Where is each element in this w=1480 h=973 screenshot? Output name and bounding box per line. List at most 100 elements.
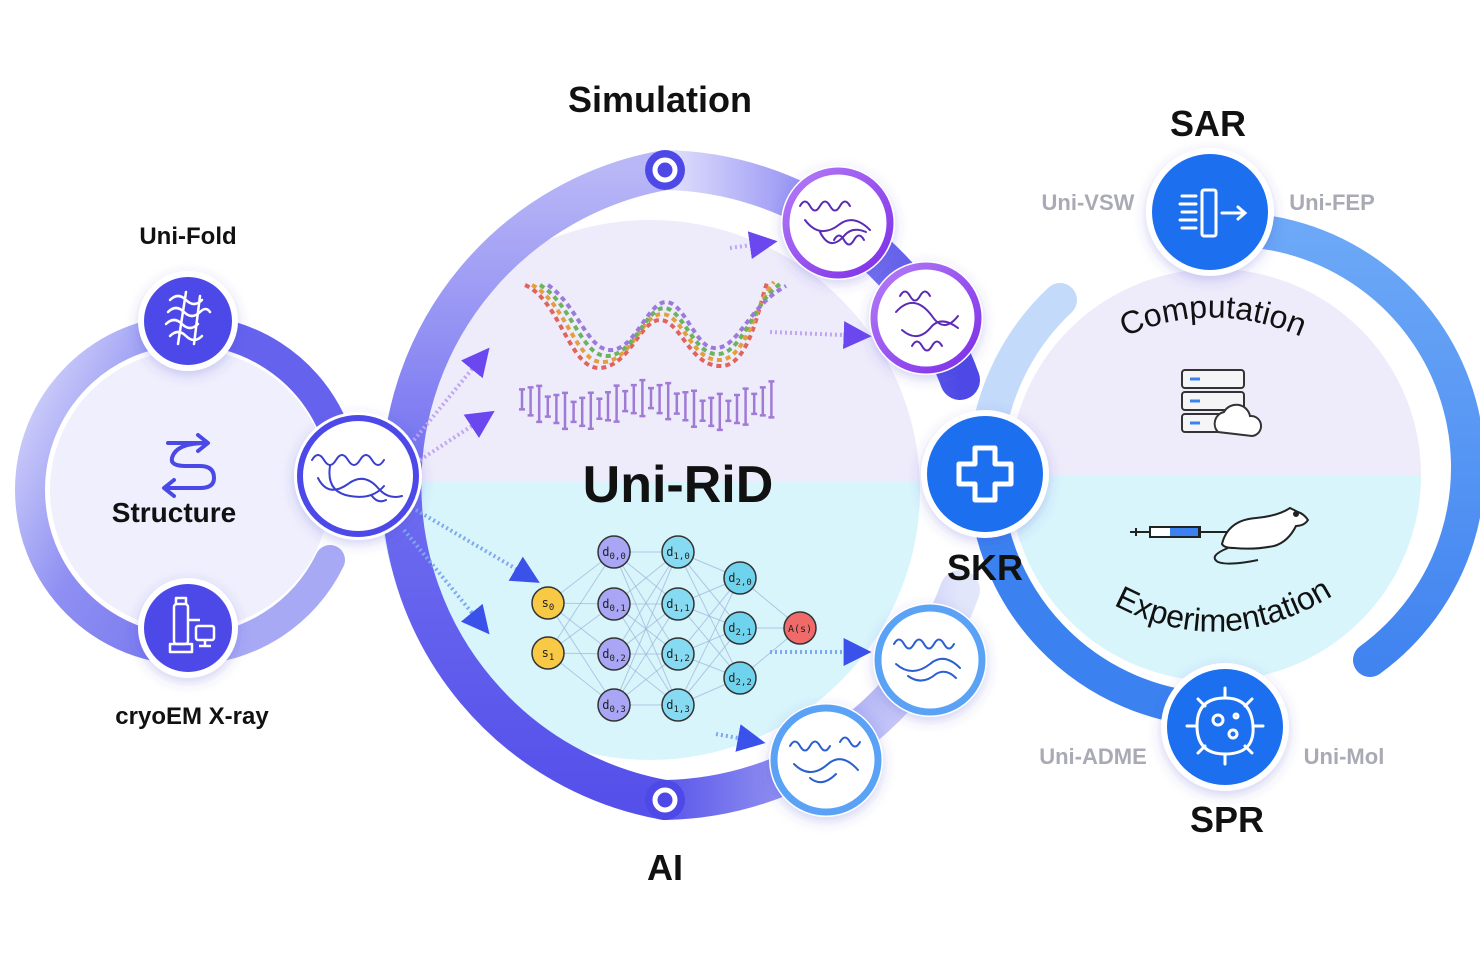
error-bar <box>708 396 715 428</box>
error-bar <box>759 386 766 417</box>
error-bar <box>579 396 586 428</box>
error-bar <box>768 380 775 419</box>
hidden-node-l0-label: d0,1 <box>602 597 626 614</box>
hidden-node-l2 <box>723 611 757 645</box>
output-node <box>783 611 817 645</box>
hidden-node-l0-label: d0,3 <box>602 698 626 715</box>
error-bar <box>682 391 689 422</box>
list-arrow-icon <box>1178 188 1248 238</box>
ai-protein-node-2[interactable] <box>769 703 883 817</box>
network-edge <box>613 551 679 655</box>
hidden-node-l0 <box>597 688 631 722</box>
hidden-node-l0-label: d0,2 <box>602 647 626 664</box>
network-edge <box>613 551 679 706</box>
output-node-label: A(s) <box>788 624 812 635</box>
microscope-computer-icon <box>168 596 216 654</box>
network-edge <box>613 603 679 706</box>
hidden-node-l2-label: d2,2 <box>728 671 752 688</box>
ai-endcap-icon <box>645 780 685 820</box>
flow-arrows <box>402 231 872 752</box>
error-bar <box>605 391 611 422</box>
error-bar <box>613 384 620 423</box>
protein-icon <box>895 290 959 352</box>
error-bar <box>553 393 560 425</box>
hidden-node-l1 <box>661 587 695 621</box>
hidden-node-l1 <box>661 535 695 569</box>
error-bar <box>570 400 577 424</box>
protein-stack-icon <box>164 290 212 346</box>
spr-node[interactable] <box>1161 663 1289 791</box>
error-bar <box>622 389 629 413</box>
uni-adme-label: Uni-ADME <box>1039 744 1147 769</box>
hidden-node-l1 <box>661 637 695 671</box>
protein-icon <box>789 736 861 784</box>
uni-vsw-label: Uni-VSW <box>1042 190 1135 215</box>
error-bar <box>596 397 603 421</box>
error-bar <box>536 384 543 424</box>
structure-label: Structure <box>112 497 236 528</box>
error-bar <box>544 395 551 418</box>
error-bar <box>725 399 732 423</box>
hidden-node-l2-label: d2,0 <box>728 571 752 588</box>
error-bar <box>519 388 525 411</box>
hidden-node-l1-label: d1,0 <box>666 545 690 562</box>
simulation-endcap-icon <box>645 150 685 190</box>
cryoem-label: cryoEM X-ray <box>115 703 269 730</box>
simulation-protein-node-2[interactable] <box>869 261 983 375</box>
error-bar <box>527 386 534 417</box>
error-bar <box>691 389 697 429</box>
hidden-node-l2 <box>723 561 757 595</box>
skr-label: SKR <box>947 547 1023 588</box>
error-bar <box>734 393 740 425</box>
hidden-node-l1-label: d1,1 <box>666 597 690 614</box>
sar-label: SAR <box>1170 103 1246 144</box>
server-cloud-icon <box>1181 369 1262 438</box>
syringe-mouse-icon <box>1130 506 1310 565</box>
center-title: Uni-RiD <box>583 456 774 514</box>
hidden-node-l0-label: d0,0 <box>602 545 626 562</box>
ai-label: AI <box>647 847 683 888</box>
protein-icon <box>799 200 871 246</box>
error-bar <box>587 391 594 431</box>
network-edge <box>677 551 741 679</box>
input-node-label: s1 <box>542 646 555 663</box>
hidden-node-l1-label: d1,3 <box>666 698 690 715</box>
error-bar <box>751 392 758 416</box>
hidden-node-l0 <box>597 637 631 671</box>
input-node <box>531 636 565 670</box>
hidden-node-l0 <box>597 535 631 569</box>
virus-icon <box>1185 686 1265 766</box>
ai-protein-node-1[interactable] <box>873 603 987 717</box>
error-bar <box>639 378 646 418</box>
network-edge <box>547 551 615 654</box>
energy-landscape <box>524 279 787 371</box>
error-bar <box>716 392 723 432</box>
simulation-label: Simulation <box>568 79 752 120</box>
uni-fold-node[interactable] <box>138 271 238 371</box>
error-bar <box>562 391 568 431</box>
skr-node[interactable] <box>921 410 1049 538</box>
hidden-node-l1 <box>661 688 695 722</box>
hidden-node-l2 <box>723 661 757 695</box>
hidden-node-l2-label: d2,1 <box>728 621 752 638</box>
structure-protein-node[interactable] <box>294 412 422 540</box>
error-bar <box>656 383 663 415</box>
hidden-node-l1-label: d1,2 <box>666 647 690 664</box>
simulation-protein-node-1[interactable] <box>781 166 895 280</box>
skr-logo-icon <box>956 445 1014 503</box>
error-bar <box>665 381 672 421</box>
structure-arrows-icon <box>162 433 216 498</box>
hidden-node-l0 <box>597 587 631 621</box>
right-ring-arc <box>1198 212 1480 677</box>
protein-icon <box>311 454 403 503</box>
error-bar <box>673 392 680 415</box>
uni-fep-label: Uni-FEP <box>1289 190 1375 215</box>
sar-node[interactable] <box>1146 148 1274 276</box>
protein-icon <box>893 638 961 682</box>
error-bar <box>648 386 654 410</box>
network-edge <box>677 577 741 706</box>
spr-label: SPR <box>1190 799 1264 840</box>
neural-network: s0s1d0,0d0,1d0,2d0,3d1,0d1,1d1,2d1,3d2,0… <box>531 535 817 722</box>
error-bar <box>699 399 706 423</box>
